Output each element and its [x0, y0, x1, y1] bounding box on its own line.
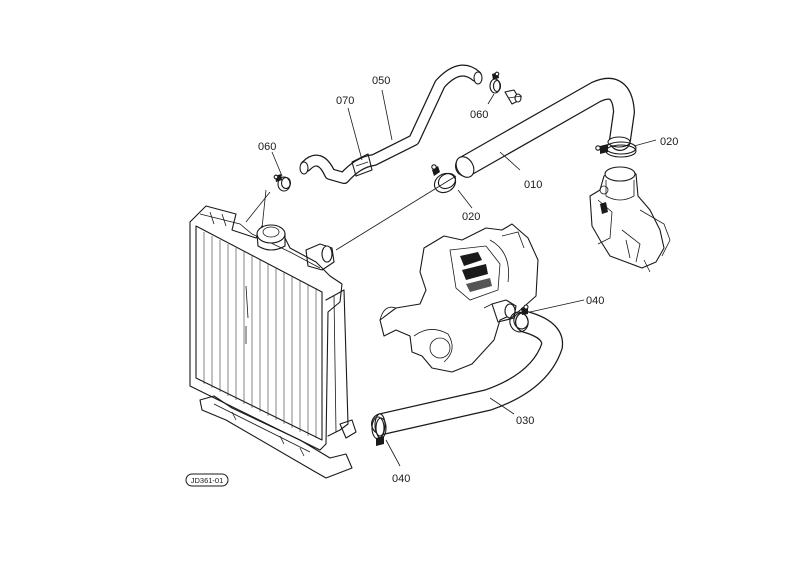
callout-020-thermostat-clamp: 020 [660, 136, 678, 148]
reference-code-badge: JD361-01 [185, 473, 229, 487]
callout-020-lower-clamp: 020 [462, 211, 480, 223]
lower-radiator-hose [371, 311, 564, 437]
upper-radiator-hose [455, 77, 635, 178]
reference-code: JD361-01 [191, 476, 224, 485]
callout-040-lower: 040 [392, 473, 410, 485]
hose-clamp-040b [371, 416, 387, 446]
hose-clamp-040a [509, 304, 529, 333]
bypass-hose [299, 64, 483, 184]
hose-bracket [351, 153, 373, 177]
callout-040-upper: 040 [586, 295, 604, 307]
leader-lines [271, 89, 657, 467]
callout-060-left: 060 [258, 141, 276, 153]
hose-clamp-060a [273, 174, 292, 192]
callout-050: 050 [372, 75, 390, 87]
callout-010: 010 [524, 179, 542, 191]
engine-block [379, 223, 539, 373]
callout-060-right: 060 [470, 109, 488, 121]
hose-clamp-020b [595, 141, 637, 158]
thermostat-housing [589, 166, 671, 273]
callout-labels: 010 020 020 030 040 040 050 060 060 070 [258, 75, 678, 485]
radiator [189, 205, 357, 479]
callout-070: 070 [336, 95, 354, 107]
hose-clamp-060b [489, 71, 502, 94]
callout-030: 030 [516, 415, 534, 427]
assembly-lines [245, 95, 523, 344]
hose-clamp-020a [431, 164, 457, 194]
